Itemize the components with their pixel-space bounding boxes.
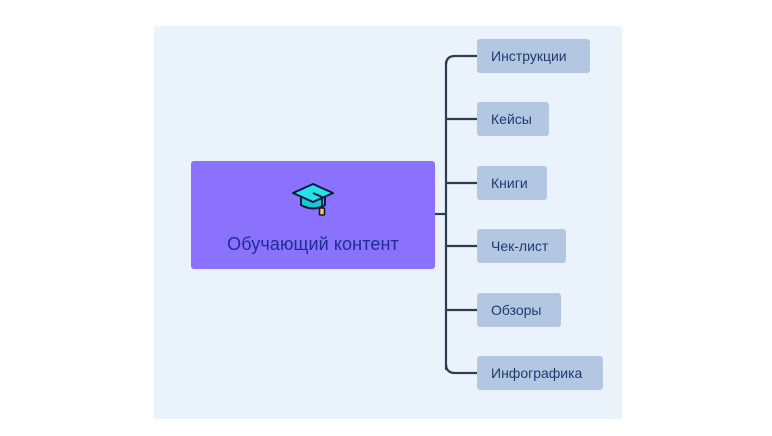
child-node-reviews[interactable]: Обзоры: [477, 293, 561, 327]
child-node-books[interactable]: Книги: [477, 166, 547, 200]
root-node-label: Обучающий контент: [227, 234, 399, 254]
mindmap-root-node[interactable]: Обучающий контент: [191, 161, 435, 269]
child-node-instructions[interactable]: Инструкции: [477, 39, 590, 73]
child-node-infographics[interactable]: Инфографика: [477, 356, 603, 390]
graduation-cap-icon: [292, 183, 334, 216]
child-node-cases[interactable]: Кейсы: [477, 102, 549, 136]
child-node-checklist[interactable]: Чек-лист: [477, 229, 566, 263]
